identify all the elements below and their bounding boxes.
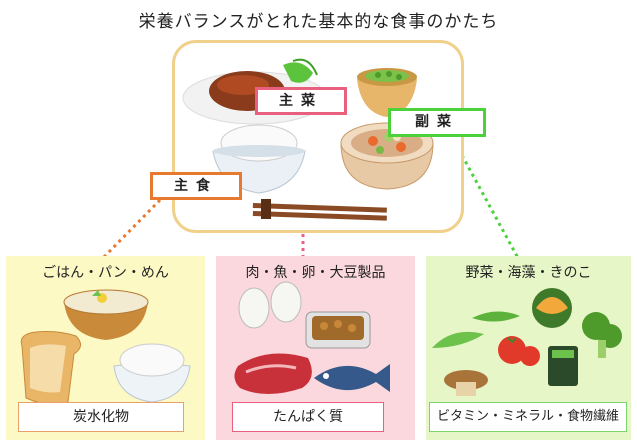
page-title: 栄養バランスがとれた基本的な食事のかたち [138, 12, 499, 32]
pea-pods-icon [432, 311, 520, 348]
panel-staple-food: ごはん・パン・めん 炭水化物 [6, 256, 205, 440]
panel-heading: 肉・魚・卵・大豆製品 [245, 265, 386, 281]
staple-food-illustration [20, 289, 191, 405]
vegetable-food-illustration [432, 288, 622, 396]
panel-heading: 野菜・海藻・きのこ [465, 265, 592, 281]
broccoli-icon [582, 312, 622, 358]
panel-vegetable-food: 野菜・海藻・きのこ ビタミン・ミネラル・食物繊維 [426, 256, 631, 440]
natto-icon [305, 311, 371, 349]
nutrient-box: たんぱく質 [232, 402, 384, 432]
panel-protein-food: 肉・魚・卵・大豆製品 たんぱく質 [216, 256, 415, 440]
noodle-bowl-icon [63, 289, 149, 340]
panel-heading: ごはん・パン・めん [42, 265, 169, 281]
label-main-dish: 主食 [150, 172, 242, 200]
bread-icon [20, 331, 81, 405]
eggs-icon [238, 281, 302, 329]
chopsticks-icon [252, 199, 387, 221]
nutrient-box: ビタミン・ミネラル・食物繊維 [429, 402, 627, 432]
label-protein-dish: 主菜 [255, 87, 347, 115]
vegetable-bowl-icon [357, 68, 417, 117]
rice-bowl-icon [212, 124, 306, 194]
nutrient-box: 炭水化物 [18, 402, 184, 432]
tomato-icon [498, 336, 540, 366]
rice-bowl-icon [113, 343, 191, 403]
fish-icon [314, 364, 390, 392]
meat-icon [234, 353, 312, 394]
mushroom-icon [444, 370, 488, 396]
meal-illustration [182, 58, 434, 221]
pumpkin-icon [532, 288, 572, 328]
meal-tray [172, 40, 464, 233]
label-side-dish: 副菜 [388, 108, 486, 137]
protein-food-illustration [234, 281, 390, 394]
connector-main [101, 198, 162, 260]
seaweed-pack-icon [548, 346, 578, 386]
